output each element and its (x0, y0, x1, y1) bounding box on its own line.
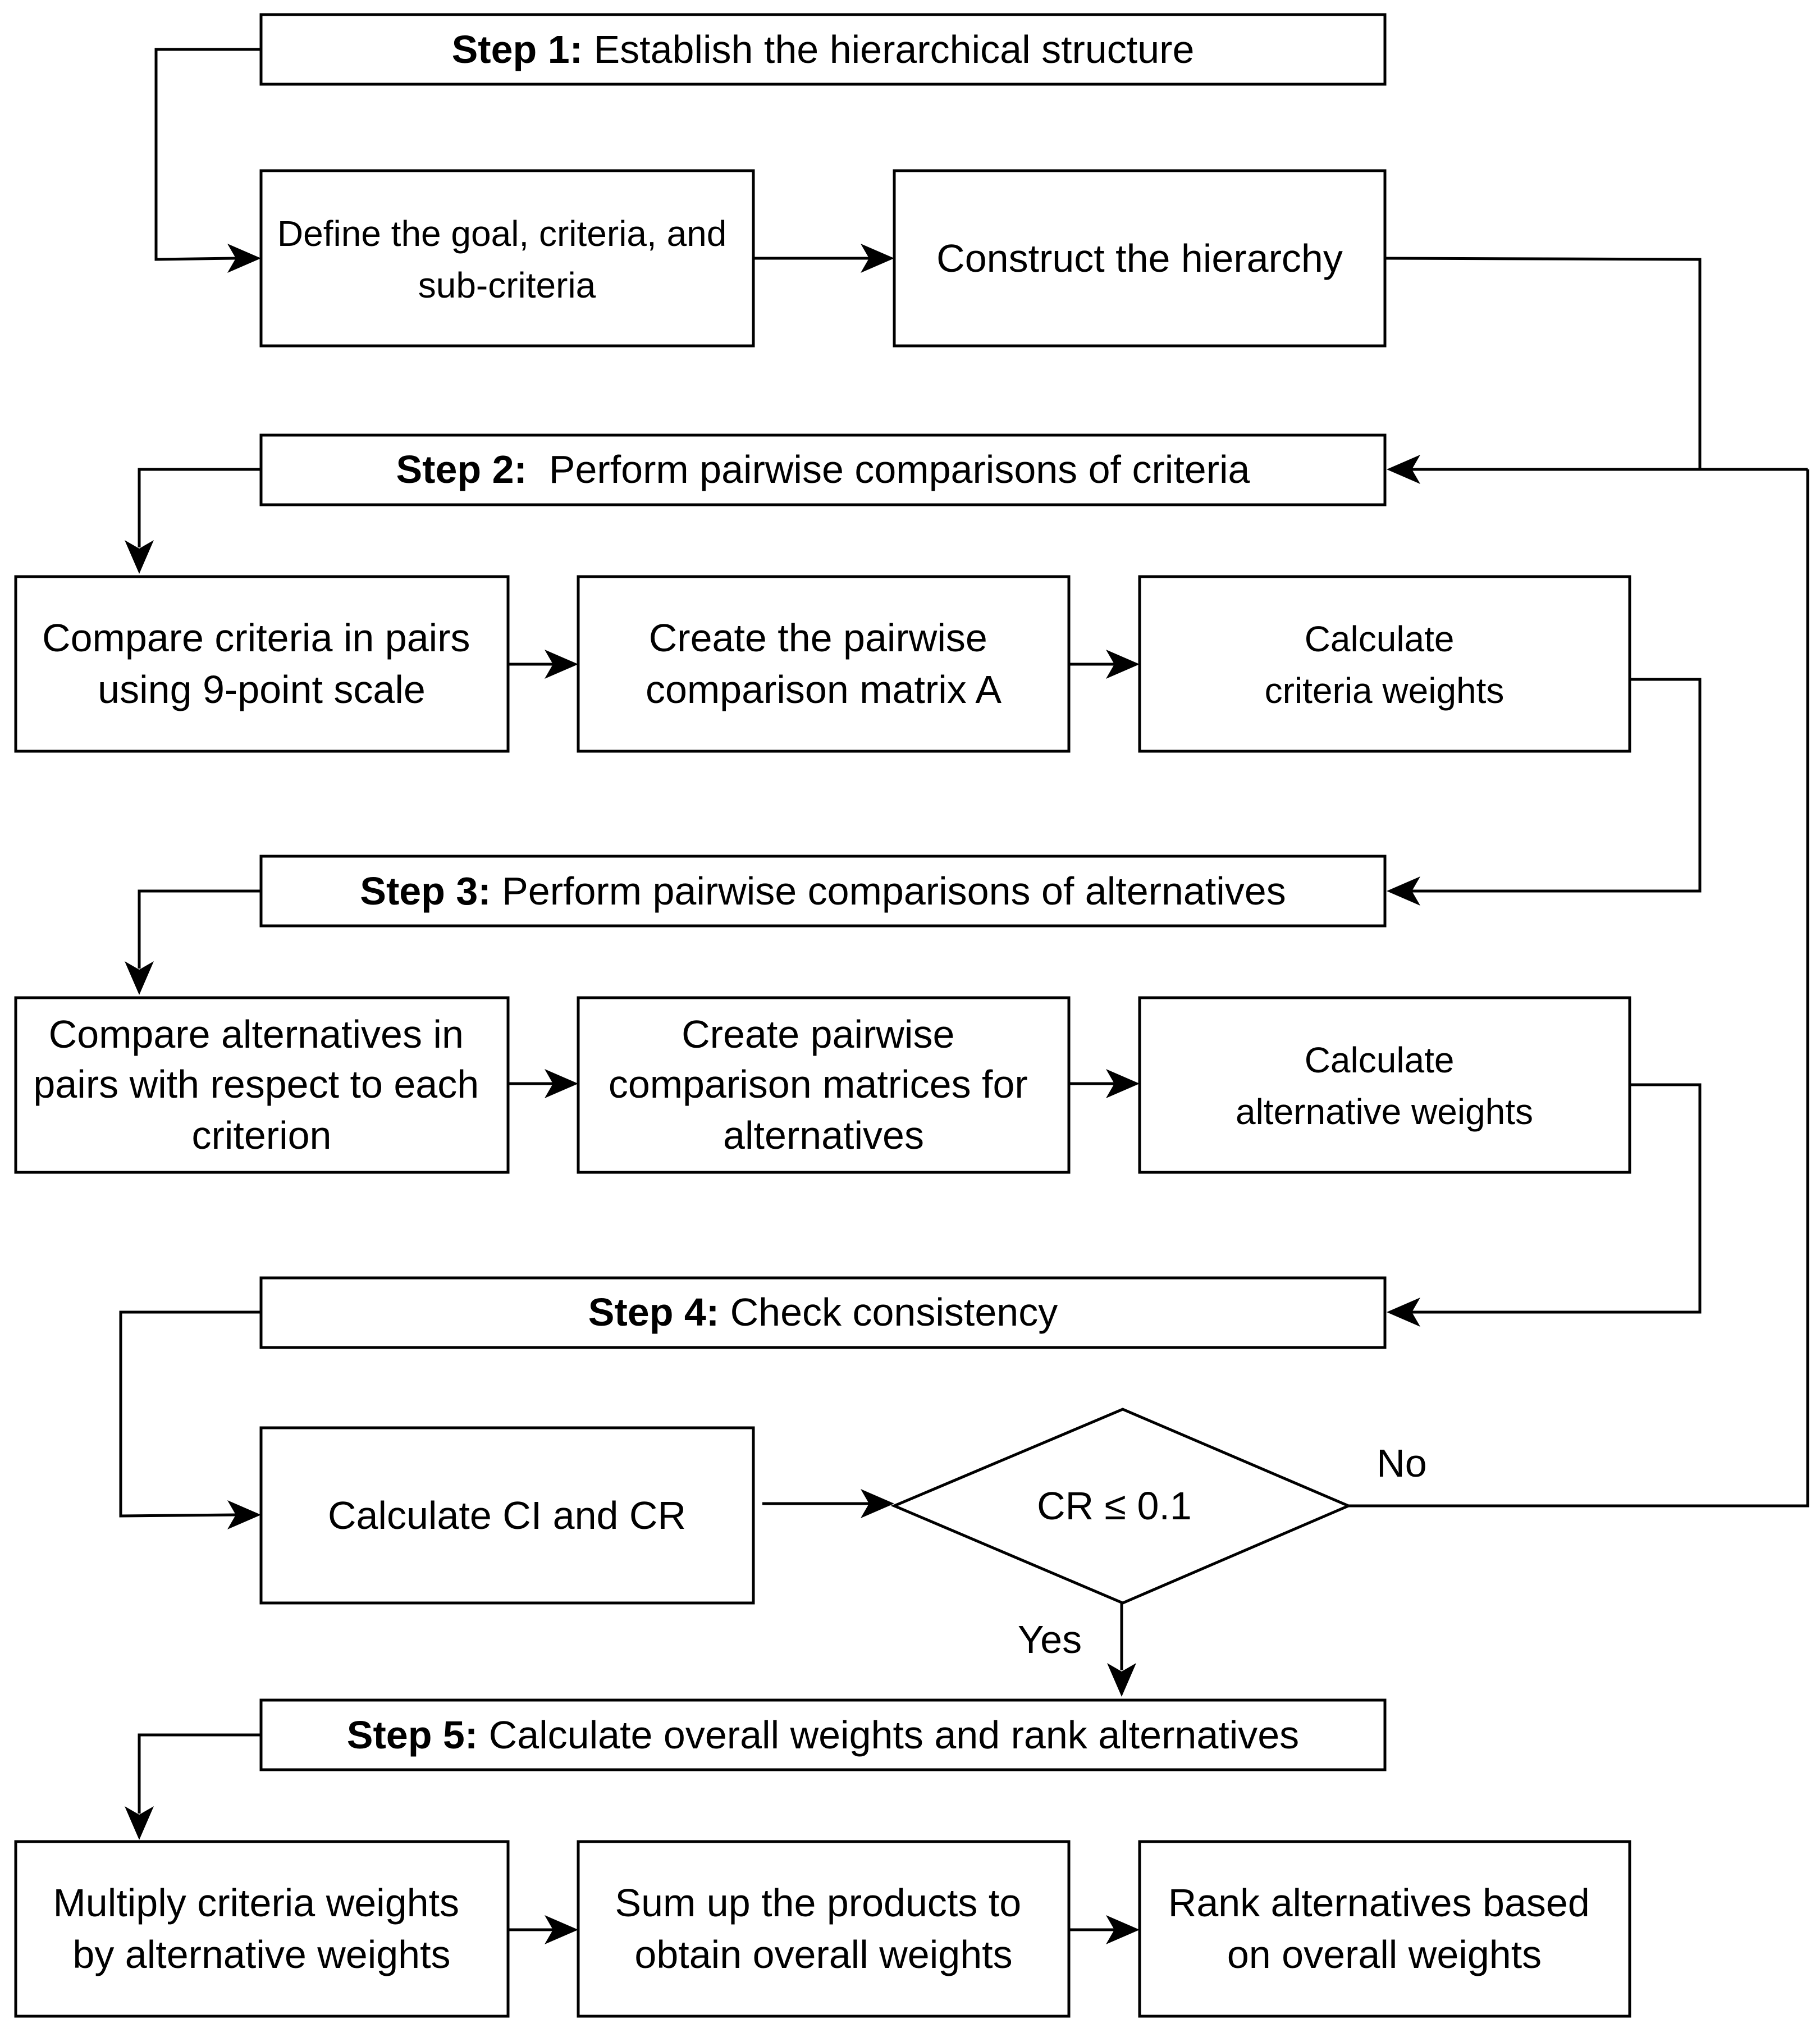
connector-step4-to-ci-cr (119, 1310, 261, 1518)
node-line: Compare criteria in pairs (42, 616, 470, 660)
node-line: Calculate CI and CR (328, 1493, 686, 1537)
connector-step1-to-define (154, 48, 261, 261)
arrowhead (545, 1915, 578, 1944)
node-line: Sum up the products to (615, 1881, 1021, 1925)
step-5-banner: Step 5: Calculate overall weights and ra… (259, 1698, 1387, 1771)
node-construct-hierarchy: Construct the hierarchy (893, 169, 1387, 348)
step-1-banner: Step 1: Establish the hierarchical struc… (259, 13, 1387, 86)
node-line: criterion (192, 1113, 332, 1157)
svg-text:Rank alternatives based: Rank alternatives based on overall weigh… (1168, 1881, 1600, 1976)
node-create-alt-matrices: Create pairwise comparison matrices for … (577, 996, 1071, 1174)
step-number: Step 2: (396, 447, 527, 491)
step-4-banner: Step 4: Check consistency (259, 1276, 1387, 1349)
arrowhead (545, 1069, 578, 1098)
node-line: pairs with respect to each (33, 1062, 479, 1106)
node-line: Create the pairwise (649, 616, 987, 660)
svg-text:Step 3: Perform pairwise compa: Step 3: Perform pairwise comparisons of … (360, 869, 1286, 913)
step-title: Calculate overall weights and rank alter… (478, 1713, 1299, 1757)
node-line: Create pairwise (682, 1012, 954, 1056)
svg-text:Create the pairwise comp: Create the pairwise comparison matrix A (646, 616, 1002, 711)
edge-label-no: No (1377, 1441, 1426, 1485)
node-calc-criteria-weights: Calculate criteria weights (1138, 575, 1631, 753)
svg-text:Calculate criteria weigh: Calculate criteria weights (1265, 619, 1505, 711)
svg-text:Create pairwise comparis: Create pairwise comparison matrices for … (609, 1012, 1039, 1157)
connector-construct-to-step2 (1384, 257, 1702, 469)
svg-text:Sum up the products to o: Sum up the products to obtain overall we… (615, 1881, 1032, 1976)
node-line: CR ≤ 0.1 (1037, 1484, 1192, 1528)
arrowhead (1387, 1298, 1420, 1327)
svg-text:Step 1: Establish the hierarch: Step 1: Establish the hierarchical struc… (452, 28, 1195, 71)
node-line: Compare alternatives in (49, 1012, 464, 1056)
node-rank-alternatives: Rank alternatives based on overall weigh… (1138, 1840, 1631, 2018)
connector-step3-to-compare-alternatives (138, 889, 261, 969)
svg-text:Step 5: Calculate overall weig: Step 5: Calculate overall weights and ra… (347, 1713, 1299, 1757)
edge-label-yes: Yes (1018, 1618, 1082, 1661)
arrowhead (227, 244, 261, 273)
node-line: Calculate (1305, 619, 1455, 659)
svg-text:Define the goal, criteria, and: Define the goal, criteria, and sub-crite… (277, 213, 737, 305)
arrowhead (861, 244, 894, 273)
node-line: on overall weights (1227, 1933, 1542, 1976)
arrowhead (1387, 455, 1420, 484)
node-line: Multiply criteria weights (53, 1881, 459, 1925)
arrowhead (1106, 650, 1140, 679)
arrowhead (1107, 1663, 1136, 1697)
arrowhead (227, 1500, 261, 1529)
arrowhead (125, 961, 154, 995)
step-number: Step 3: (360, 869, 491, 913)
connector-weights-to-step3 (1412, 678, 1702, 893)
node-line: comparison matrix A (646, 668, 1002, 711)
node-line: Calculate (1305, 1040, 1455, 1080)
node-sum-products: Sum up the products to obtain overall we… (577, 1840, 1071, 2018)
node-define-goal: Define the goal, criteria, and sub-crite… (259, 169, 755, 348)
node-line: alternative weights (1236, 1091, 1533, 1132)
node-line: Rank alternatives based (1168, 1881, 1590, 1925)
node-compare-alternatives: Compare alternatives in pairs with respe… (14, 996, 510, 1174)
arrowhead (545, 650, 578, 679)
step-number: Step 1: (452, 28, 583, 71)
node-line: comparison matrices for (609, 1062, 1028, 1106)
connectors (119, 48, 1809, 1931)
node-line: using 9-point scale (98, 668, 426, 711)
node-line: obtain overall weights (634, 1933, 1012, 1976)
node-create-matrix-a: Create the pairwise comparison matrix A (577, 575, 1071, 753)
arrowhead (1106, 1915, 1140, 1944)
connector-step2-to-compare-criteria (138, 468, 261, 547)
connector-alt-weights-to-step4 (1412, 1083, 1702, 1314)
arrowhead (861, 1489, 894, 1518)
arrowhead (1106, 1069, 1140, 1098)
step-title: Establish the hierarchical structure (583, 28, 1194, 71)
step-number: Step 4: (588, 1290, 719, 1334)
connector-decision-no (1348, 469, 1809, 1508)
node-line: Construct the hierarchy (936, 236, 1343, 280)
svg-text:Compare alternatives in: Compare alternatives in pairs with respe… (33, 1012, 490, 1157)
node-compare-criteria: Compare criteria in pairs using 9-point … (14, 575, 510, 753)
node-calc-ci-cr: Calculate CI and CR (259, 1426, 755, 1605)
step-number: Step 5: (347, 1713, 478, 1757)
node-line: criteria weights (1265, 670, 1505, 711)
node-line: sub-criteria (418, 265, 596, 305)
svg-text:Compare criteria in pairs: Compare criteria in pairs using 9-point … (42, 616, 481, 711)
step-title: Perform pairwise comparisons of criteria (527, 447, 1250, 491)
arrowhead (125, 1806, 154, 1840)
svg-text:Step 2: Perform pairwise comp: Step 2: Perform pairwise comparisons of … (396, 447, 1250, 491)
arrowhead (1387, 876, 1420, 906)
node-line: alternatives (723, 1113, 924, 1157)
node-calc-alt-weights: Calculate alternative weights (1138, 996, 1631, 1174)
step-title: Check consistency (719, 1290, 1058, 1334)
node-decision: CR ≤ 0.1 (890, 1408, 1352, 1605)
arrowheads (125, 244, 1420, 1944)
svg-text:Step 4: Check consistency: Step 4: Check consistency (588, 1290, 1058, 1334)
node-line: Define the goal, criteria, and (277, 213, 726, 254)
connector-step5-to-multiply (138, 1733, 261, 1814)
svg-text:Multiply criteria weights: Multiply criteria weights by alternative… (53, 1881, 470, 1976)
svg-text:Calculate alternative we: Calculate alternative weights (1236, 1040, 1533, 1132)
step-3-banner: Step 3: Perform pairwise comparisons of … (259, 855, 1387, 928)
node-line: by alternative weights (72, 1933, 450, 1976)
step-2-banner: Step 2: Perform pairwise comparisons of … (259, 433, 1387, 506)
arrowhead (125, 540, 154, 574)
node-multiply-weights: Multiply criteria weights by alternative… (14, 1840, 510, 2018)
step-title: Perform pairwise comparisons of alternat… (491, 869, 1286, 913)
